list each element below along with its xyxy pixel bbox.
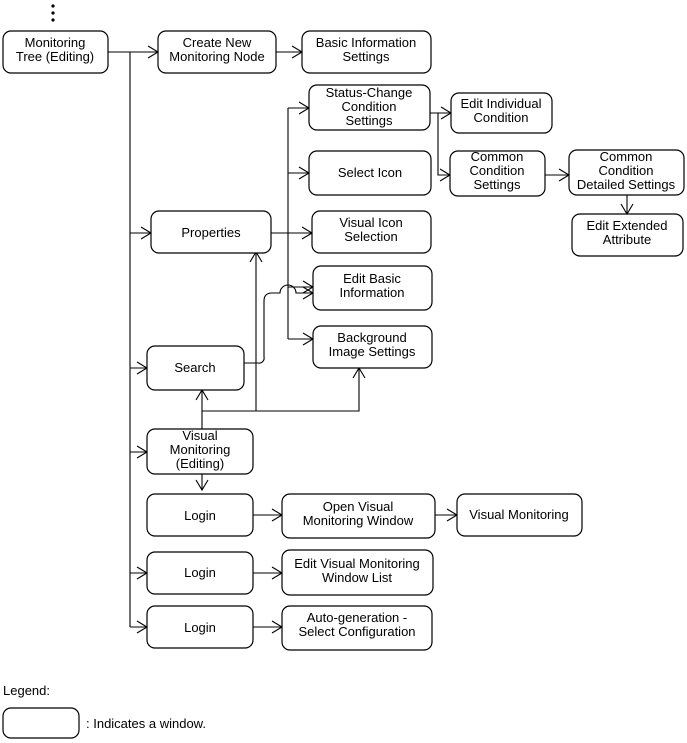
node-label-line: Open Visual	[323, 499, 394, 514]
node-label-line: Edit Basic	[343, 271, 401, 286]
node-label-line: Detailed Settings	[577, 177, 676, 192]
svg-text:Select Icon: Select Icon	[338, 165, 402, 180]
svg-text:Login: Login	[184, 565, 216, 580]
node-label-line: Visual Monitoring	[469, 507, 568, 522]
legend-window-sample	[2, 707, 80, 739]
node-label-line: Condition	[599, 163, 654, 178]
node-label-line: Condition	[342, 99, 397, 114]
node-label-line: Condition	[474, 110, 529, 125]
node-label-line: Image Settings	[329, 344, 416, 359]
node-label-line: Select Configuration	[298, 624, 415, 639]
node-label-line: Common	[600, 149, 653, 164]
node-label-line: Monitoring Node	[169, 49, 264, 64]
node-label-line: Basic Information	[316, 35, 416, 50]
node-label-line: Settings	[474, 177, 521, 192]
connector-junction-background	[202, 368, 360, 412]
node-login-3: Login	[146, 605, 254, 649]
node-label-line: Status-Change	[326, 85, 413, 100]
legend-title: Legend:	[3, 683, 50, 698]
node-label-line: Edit Visual Monitoring	[294, 556, 420, 571]
node-label-line: Settings	[343, 49, 390, 64]
node-label-line: Attribute	[603, 232, 651, 247]
node-label-line: Background	[337, 330, 406, 345]
node-label-line: Tree (Editing)	[16, 49, 94, 64]
node-label-line: Monitoring	[25, 35, 86, 50]
node-label-line: (Editing)	[176, 456, 224, 471]
connector-status-split	[430, 112, 450, 176]
node-select-icon: Select Icon	[308, 150, 432, 196]
node-label-line: Login	[184, 620, 216, 635]
svg-text:Login: Login	[184, 508, 216, 523]
legend: Legend: : Indicates a window.	[2, 683, 206, 739]
node-label-line: Common	[471, 149, 524, 164]
node-label-line: Selection	[344, 229, 397, 244]
node-login-2: Login	[146, 551, 254, 595]
node-label-line: Information	[339, 285, 404, 300]
connectors	[108, 51, 628, 628]
node-search: Search	[146, 345, 245, 391]
node-label-line: Settings	[346, 113, 393, 128]
svg-text:Auto-generation -Select Config: Auto-generation -Select Configuration	[298, 610, 415, 639]
node-label-line: Condition	[470, 163, 525, 178]
connector-search-editbasic	[244, 284, 313, 364]
ellipsis-icon	[51, 4, 55, 22]
node-visual-monitoring: Visual Monitoring	[456, 493, 583, 537]
node-label-line: Edit Individual	[461, 96, 542, 111]
node-label-line: Properties	[181, 225, 241, 240]
svg-text:Login: Login	[184, 620, 216, 635]
svg-text:Visual Monitoring: Visual Monitoring	[469, 507, 568, 522]
arrowhead-down	[195, 479, 209, 492]
node-label-line: Create New	[183, 35, 252, 50]
legend-window-description: : Indicates a window.	[86, 716, 206, 731]
svg-text:Properties: Properties	[181, 225, 241, 240]
node-properties: Properties	[150, 210, 272, 254]
node-label-line: Visual	[182, 428, 217, 443]
node-label-line: Edit Extended	[587, 218, 668, 233]
node-label-line: Monitoring Window	[303, 513, 414, 528]
node-label-line: Auto-generation -	[307, 610, 407, 625]
node-label-line: Login	[184, 565, 216, 580]
node-label-line: Monitoring	[170, 442, 231, 457]
node-label-line: Window List	[322, 570, 392, 585]
node-auto-generation-select-configuration: Auto-generation -Select Configuration	[281, 605, 433, 651]
svg-text:Search: Search	[174, 360, 215, 375]
node-label-line: Login	[184, 508, 216, 523]
node-label-line: Search	[174, 360, 215, 375]
node-label-line: Visual Icon	[339, 215, 402, 230]
node-login-1: Login	[146, 493, 254, 537]
node-label-line: Select Icon	[338, 165, 402, 180]
